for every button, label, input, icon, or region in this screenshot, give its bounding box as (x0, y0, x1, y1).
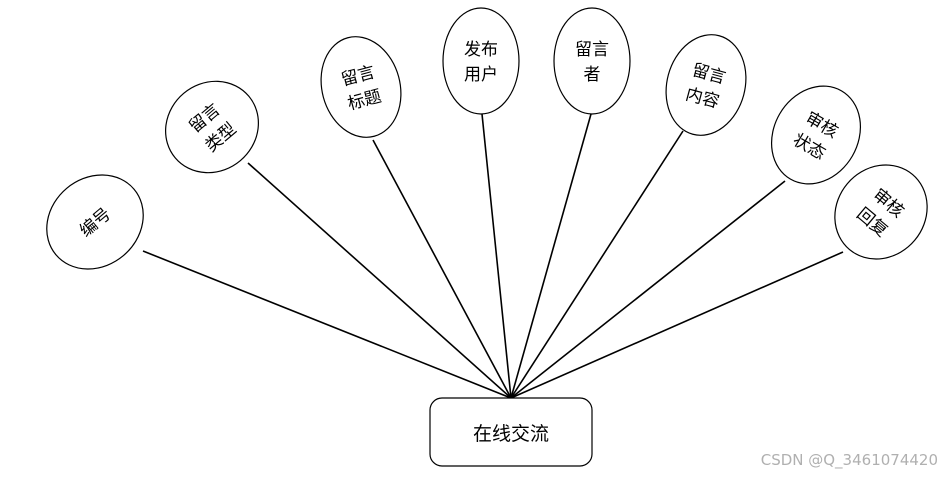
attribute-node: 留言者 (553, 7, 631, 115)
attribute-ellipse (665, 34, 747, 136)
connector-line (247, 162, 512, 399)
entity-node: 在线交流 (429, 397, 593, 467)
connector-lines (142, 113, 844, 399)
attribute-ellipse (834, 164, 928, 260)
connector-line (510, 130, 684, 399)
attribute-nodes: 编号留言类型留言标题发布用户留言者留言内容审核状态审核回复 (46, 7, 928, 270)
connector-line (510, 251, 844, 399)
connector-line (481, 113, 512, 399)
attribute-label-line1: 留言 (575, 40, 609, 60)
connector-line (372, 139, 512, 399)
attribute-label-line1: 发布 (464, 40, 498, 60)
attribute-ellipse (770, 85, 862, 185)
attribute-ellipse (442, 7, 520, 115)
attribute-ellipse (165, 80, 259, 174)
attribute-label-line2: 者 (584, 65, 601, 85)
entity-label: 在线交流 (473, 423, 549, 445)
attribute-label-line2: 用户 (464, 65, 498, 85)
attribute-ellipse (553, 7, 631, 115)
attribute-ellipse (46, 174, 144, 270)
attribute-ellipse (320, 36, 402, 138)
connector-line (142, 250, 512, 399)
connector-line (510, 180, 786, 399)
connector-line (510, 113, 592, 399)
attribute-node: 编号 (46, 174, 144, 270)
watermark: CSDN @Q_3461074420 (760, 451, 938, 469)
entity-box (429, 397, 593, 467)
